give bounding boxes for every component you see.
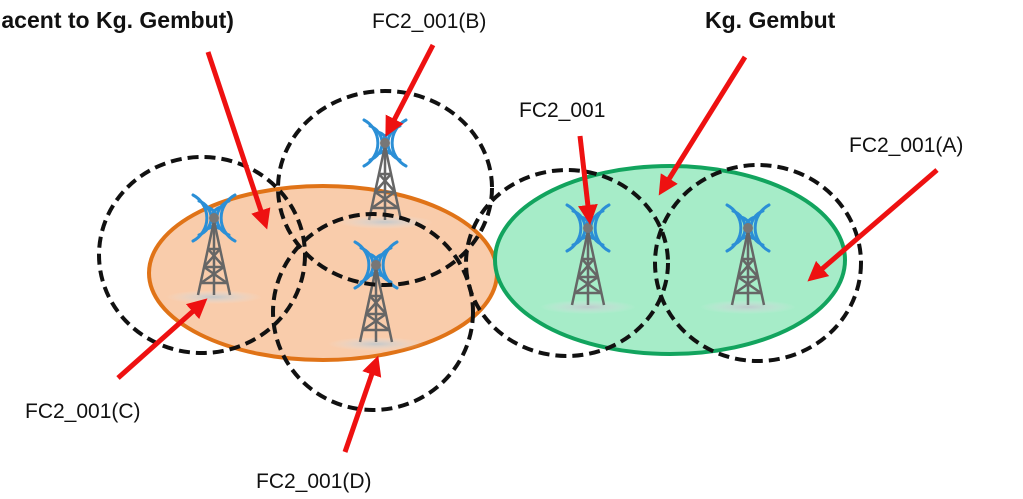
gembut-region [493,164,847,356]
tower-a-label: FC2_001(A) [849,134,963,157]
gembut-region-label: Kg. Gembut [705,7,836,33]
tower-b-label: FC2_001(B) [372,10,486,33]
adjacent-region [147,184,499,362]
arrow-adjacent [205,51,271,230]
arrow-c [116,298,208,380]
tower-c-label: FC2_001(C) [25,400,141,423]
tower-main-label: FC2_001 [519,99,605,122]
arrow-gembut [658,55,748,196]
coverage-circle-main [464,168,670,358]
tower-d-label: FC2_001(D) [256,470,372,493]
arrow-a [807,168,939,282]
arrow-b [385,43,436,137]
coverage-circle-b [276,89,494,287]
coverage-circle-c [97,155,307,355]
arrow-d [342,355,382,453]
coverage-circle-d [271,212,475,412]
coverage-circle-a [653,163,863,363]
arrow-main [577,135,598,225]
adjacent-region-label: jacent to Kg. Gembut) [0,7,234,33]
